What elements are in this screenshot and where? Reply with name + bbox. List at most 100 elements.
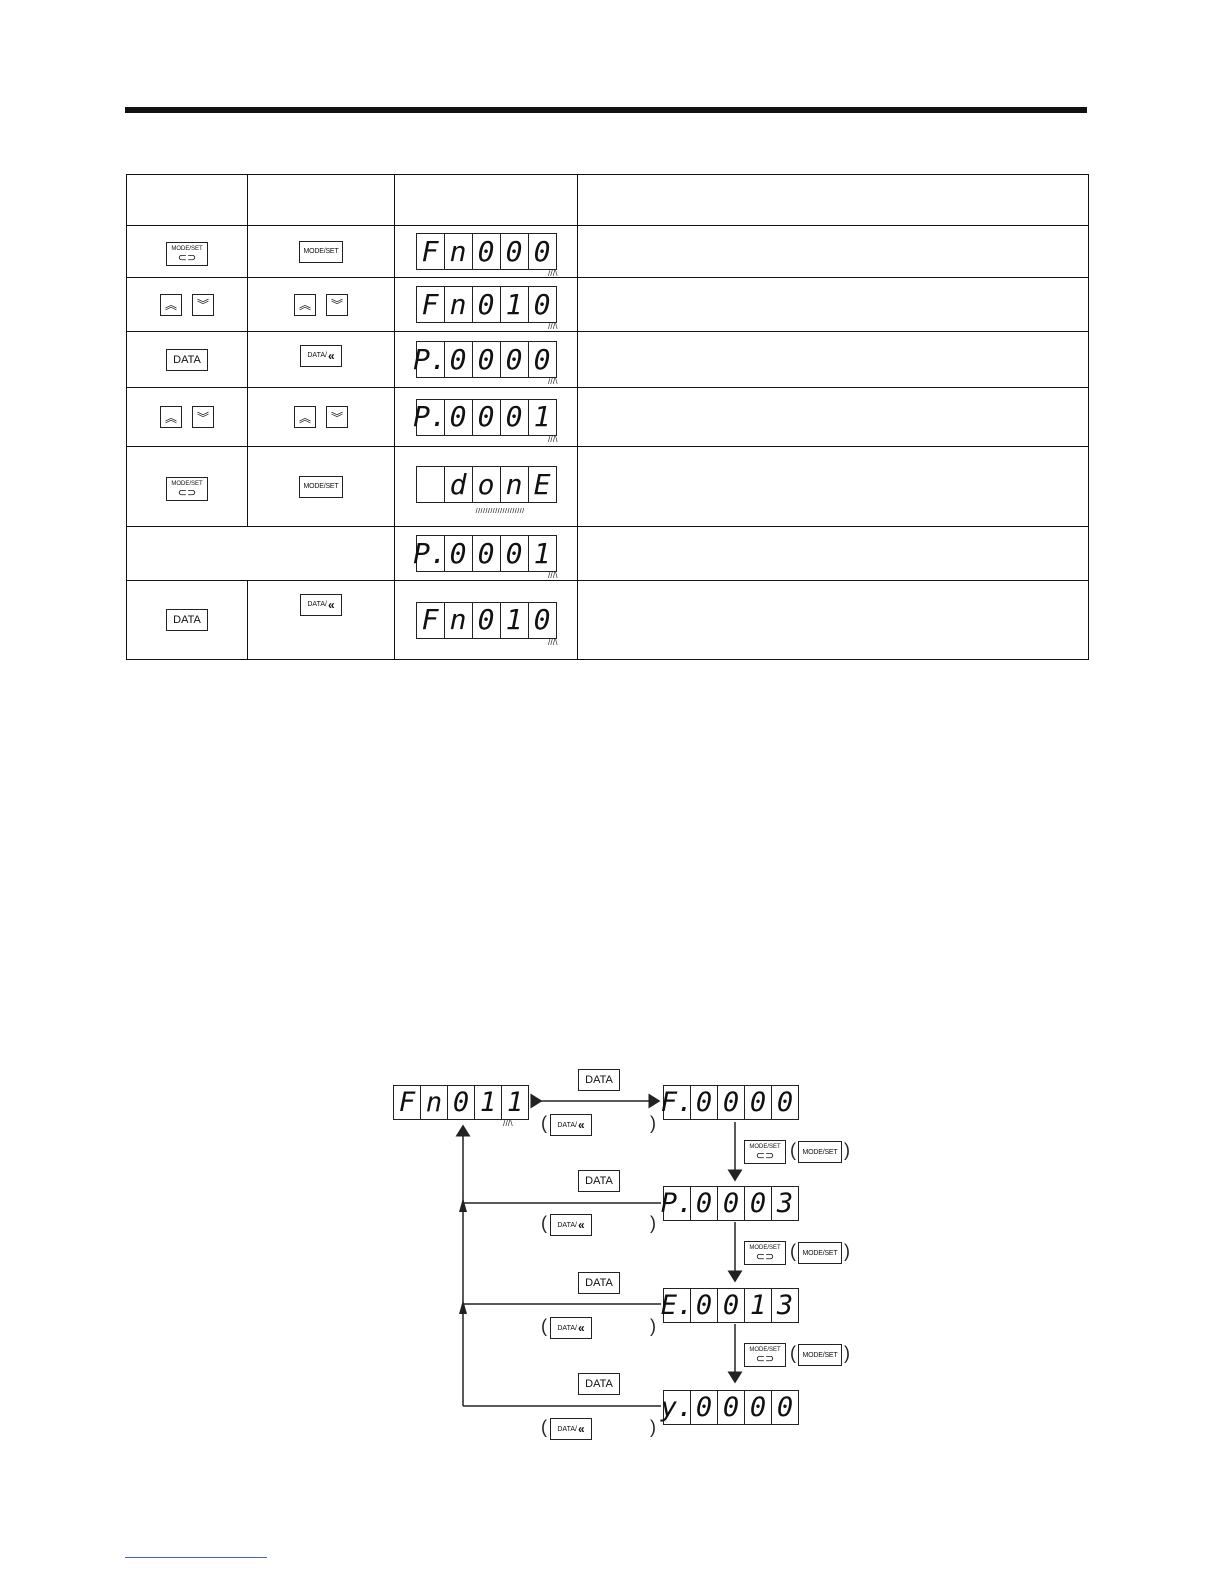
data-key[interactable]: DATA bbox=[166, 609, 208, 631]
parenthesis: ( bbox=[541, 1213, 547, 1233]
data-shift-key[interactable]: DATA/« bbox=[300, 344, 342, 367]
led-digit: 0 bbox=[691, 1289, 718, 1322]
data-shift-key[interactable]: DATA/« bbox=[550, 1418, 592, 1440]
data-key[interactable]: DATA bbox=[578, 1069, 620, 1091]
led-digit: 1 bbox=[745, 1289, 772, 1322]
led-digit: 0 bbox=[533, 287, 551, 321]
led-digit: P. bbox=[413, 536, 447, 571]
down-key[interactable]: ︾ bbox=[192, 406, 214, 428]
blink-indicator: / / / / / / / / / / / / / / / / / / / / bbox=[475, 508, 525, 514]
led-digit: F bbox=[417, 234, 445, 269]
mode-set-key[interactable]: MODE/SET⊂⊃ bbox=[166, 242, 208, 267]
data-shift-key[interactable]: DATA/« bbox=[550, 1317, 592, 1339]
data-shift-key-label: DATA/ bbox=[307, 601, 327, 608]
shift-left-icon: « bbox=[577, 1321, 585, 1335]
description-cell bbox=[577, 277, 1089, 332]
led-digit: 0 bbox=[745, 1187, 772, 1220]
mode-set-key[interactable]: MODE/SET⊂⊃ bbox=[744, 1140, 786, 1164]
up-key[interactable]: ︽ bbox=[294, 406, 316, 428]
led-digit: 1 bbox=[533, 536, 551, 570]
footer-rule bbox=[125, 1557, 267, 1558]
led-digit: 0 bbox=[745, 1391, 772, 1424]
data-key[interactable]: DATA bbox=[578, 1170, 620, 1192]
down-key[interactable]: ︾ bbox=[326, 406, 348, 428]
parenthesis: ) bbox=[650, 1213, 656, 1233]
description-cell bbox=[577, 526, 1089, 581]
led-digit: 0 bbox=[745, 1086, 772, 1119]
header-cell bbox=[577, 174, 1089, 226]
led-digit: 0 bbox=[473, 234, 501, 269]
parenthesis: ( bbox=[541, 1316, 547, 1336]
mode-set-key-label: MODE/SET bbox=[171, 245, 203, 252]
parenthesis: ( bbox=[541, 1113, 547, 1133]
up-key[interactable]: ︽ bbox=[160, 406, 182, 428]
down-key[interactable]: ︾ bbox=[192, 293, 214, 316]
led-digit: n bbox=[501, 467, 529, 502]
led-digit: P. bbox=[413, 342, 447, 377]
parenthesis: ( bbox=[541, 1417, 547, 1437]
led-digit: y. bbox=[660, 1391, 694, 1424]
shift-left-icon: « bbox=[577, 1118, 585, 1132]
key-cell: MODE/SET⊂⊃ bbox=[126, 446, 248, 527]
up-key[interactable]: ︽ bbox=[160, 293, 182, 316]
led-digit: 0 bbox=[445, 342, 473, 377]
up-key[interactable]: ︽ bbox=[294, 293, 316, 316]
led-digit: E. bbox=[660, 1289, 694, 1322]
down-key[interactable]: ︾ bbox=[326, 293, 348, 316]
led-digit: F. bbox=[660, 1086, 694, 1119]
mode-set-key[interactable]: MODE/SET bbox=[798, 1242, 842, 1264]
mode-set-key-label: MODE/SET bbox=[749, 1143, 781, 1150]
header-rule bbox=[125, 107, 1087, 113]
led-digit: 3 bbox=[776, 1188, 794, 1219]
mode-set-key[interactable]: MODE/SET⊂⊃ bbox=[744, 1241, 786, 1265]
data-shift-key[interactable]: DATA/« bbox=[300, 593, 342, 616]
mode-set-key[interactable]: MODE/SET bbox=[798, 1344, 842, 1366]
enter-icon: ⊂⊃ bbox=[177, 486, 197, 499]
mode-set-key[interactable]: MODE/SET bbox=[299, 240, 343, 263]
enter-icon: ⊂⊃ bbox=[755, 1250, 775, 1263]
led-digit: 0 bbox=[501, 342, 529, 377]
mode-set-key[interactable]: MODE/SET bbox=[299, 475, 343, 498]
parenthesis: ) bbox=[650, 1316, 656, 1336]
enter-icon: ⊂⊃ bbox=[755, 1149, 775, 1162]
mode-set-key[interactable]: MODE/SET bbox=[798, 1141, 842, 1163]
blink-indicator: / / / \ bbox=[547, 571, 558, 580]
data-key[interactable]: DATA bbox=[166, 348, 208, 371]
blink-indicator: / / / \ bbox=[547, 637, 558, 647]
data-shift-key[interactable]: DATA/« bbox=[550, 1214, 592, 1236]
led-digit: 0 bbox=[776, 1087, 794, 1118]
data-key[interactable]: DATA bbox=[578, 1373, 620, 1395]
blink-indicator: / / / \ bbox=[547, 377, 558, 386]
data-shift-key-label: DATA/ bbox=[307, 352, 327, 359]
led-digit: 1 bbox=[533, 400, 551, 433]
led-digit: 0 bbox=[473, 342, 501, 377]
led-digit: 0 bbox=[533, 603, 551, 636]
enter-icon: ⊂⊃ bbox=[755, 1352, 775, 1365]
led-digit: n bbox=[445, 602, 473, 638]
mode-set-key-label: MODE/SET bbox=[171, 480, 203, 487]
led-digit: 1 bbox=[506, 1087, 524, 1118]
key-cell: ︽︾ bbox=[247, 277, 395, 332]
mode-set-key[interactable]: MODE/SET⊂⊃ bbox=[744, 1343, 786, 1367]
led-digit: 0 bbox=[718, 1187, 745, 1220]
mode-set-key[interactable]: MODE/SET⊂⊃ bbox=[166, 477, 208, 502]
data-shift-key[interactable]: DATA/« bbox=[550, 1114, 592, 1136]
data-key[interactable]: DATA bbox=[578, 1272, 620, 1294]
description-cell bbox=[577, 225, 1089, 278]
